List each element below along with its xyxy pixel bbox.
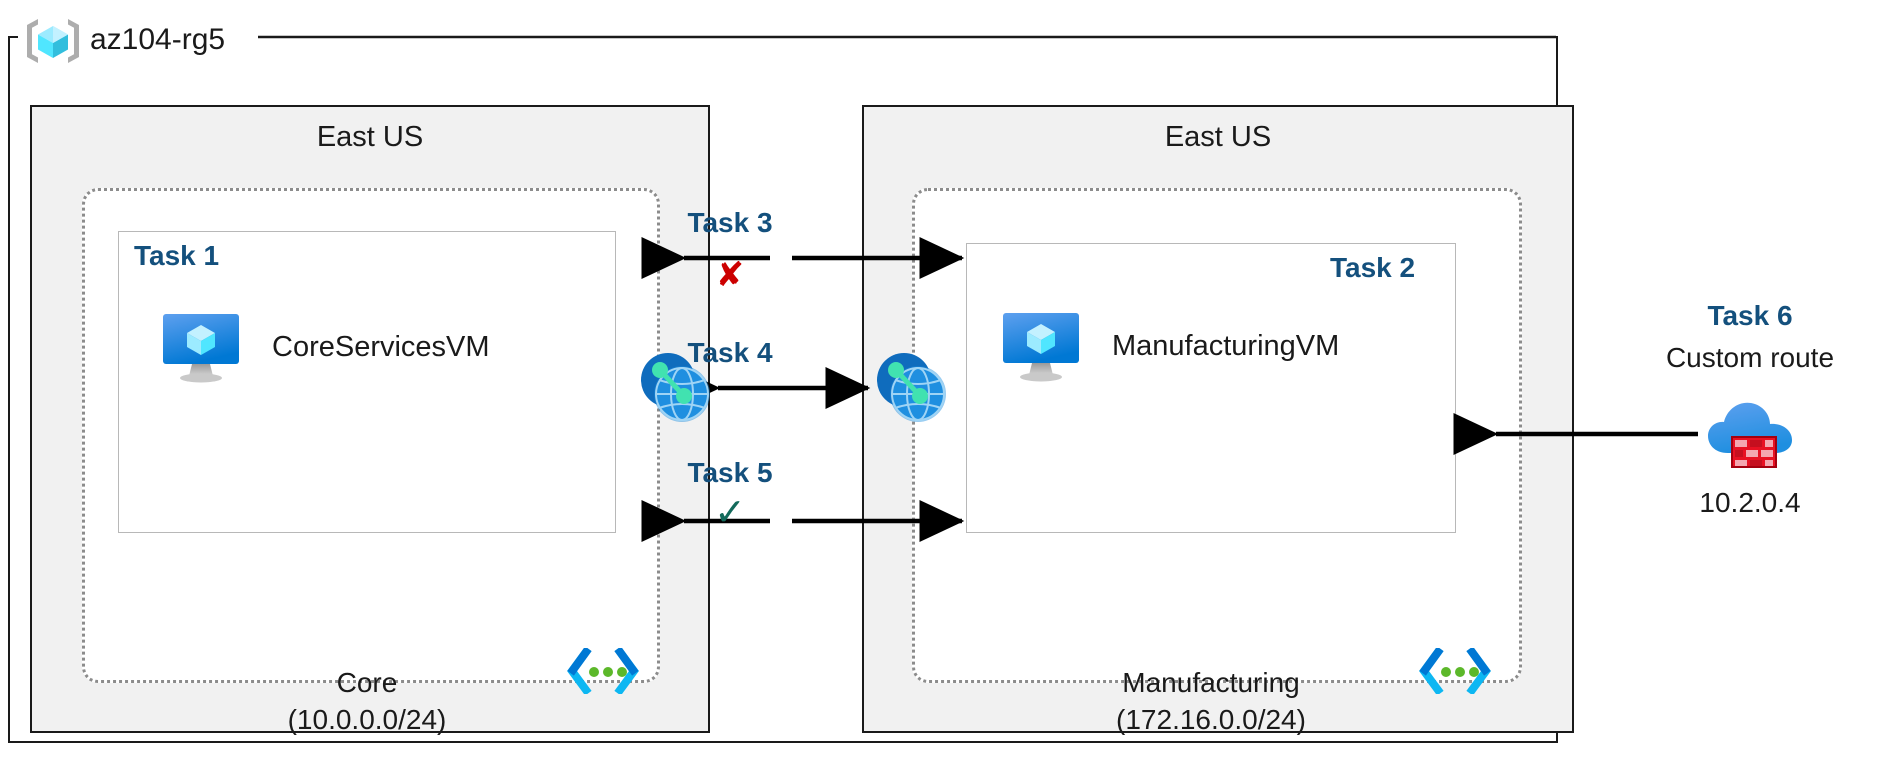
virtual-machine-icon: [1000, 305, 1082, 387]
task-5-label: Task 5: [687, 457, 773, 488]
subnet-name-manufacturing: Manufacturing: [1122, 667, 1300, 698]
task-6-label: Task 6: [1707, 300, 1793, 331]
vm-coreservicesvm: CoreServicesVM: [160, 306, 490, 388]
vnet-peering-globe-icon: [870, 346, 954, 430]
region-label-left: East US: [316, 121, 424, 153]
resource-group-label: az104-rg5: [90, 23, 226, 56]
task-3-label: Task 3: [687, 207, 773, 238]
vm-name-coreservicesvm: CoreServicesVM: [272, 330, 490, 363]
vnet-peering-globe-icon: [634, 346, 718, 430]
task-2-label: Task 2: [1330, 252, 1416, 283]
azure-resource-group-icon: [24, 16, 82, 66]
task-1-label: Task 1: [134, 240, 220, 271]
virtual-machine-icon: [160, 306, 242, 388]
subnet-cidr-manufacturing: (172.16.0.0/24): [1116, 704, 1306, 735]
subnet-cidr-core: (10.0.0.0/24): [287, 704, 447, 735]
task-5-success-mark: ✓: [714, 492, 746, 534]
region-label-right: East US: [1164, 121, 1272, 153]
firewall-cloud-icon: [1702, 395, 1798, 475]
vm-name-manufacturingvm: ManufacturingVM: [1112, 329, 1340, 362]
vnet-code-brackets-icon: [1418, 646, 1492, 696]
task-6-ip-address: 10.2.0.4: [1699, 487, 1801, 518]
task-4-label: Task 4: [687, 337, 773, 368]
vnet-code-brackets-icon: [566, 646, 640, 696]
subnet-box-manufacturing: Manufacturing (172.16.0.0/24): [966, 243, 1456, 735]
task-6-subtitle: Custom route: [1665, 342, 1835, 373]
task-3-fail-mark: ✘: [715, 256, 745, 294]
subnet-name-core: Core: [336, 667, 398, 698]
vm-manufacturingvm: ManufacturingVM: [1000, 305, 1339, 387]
